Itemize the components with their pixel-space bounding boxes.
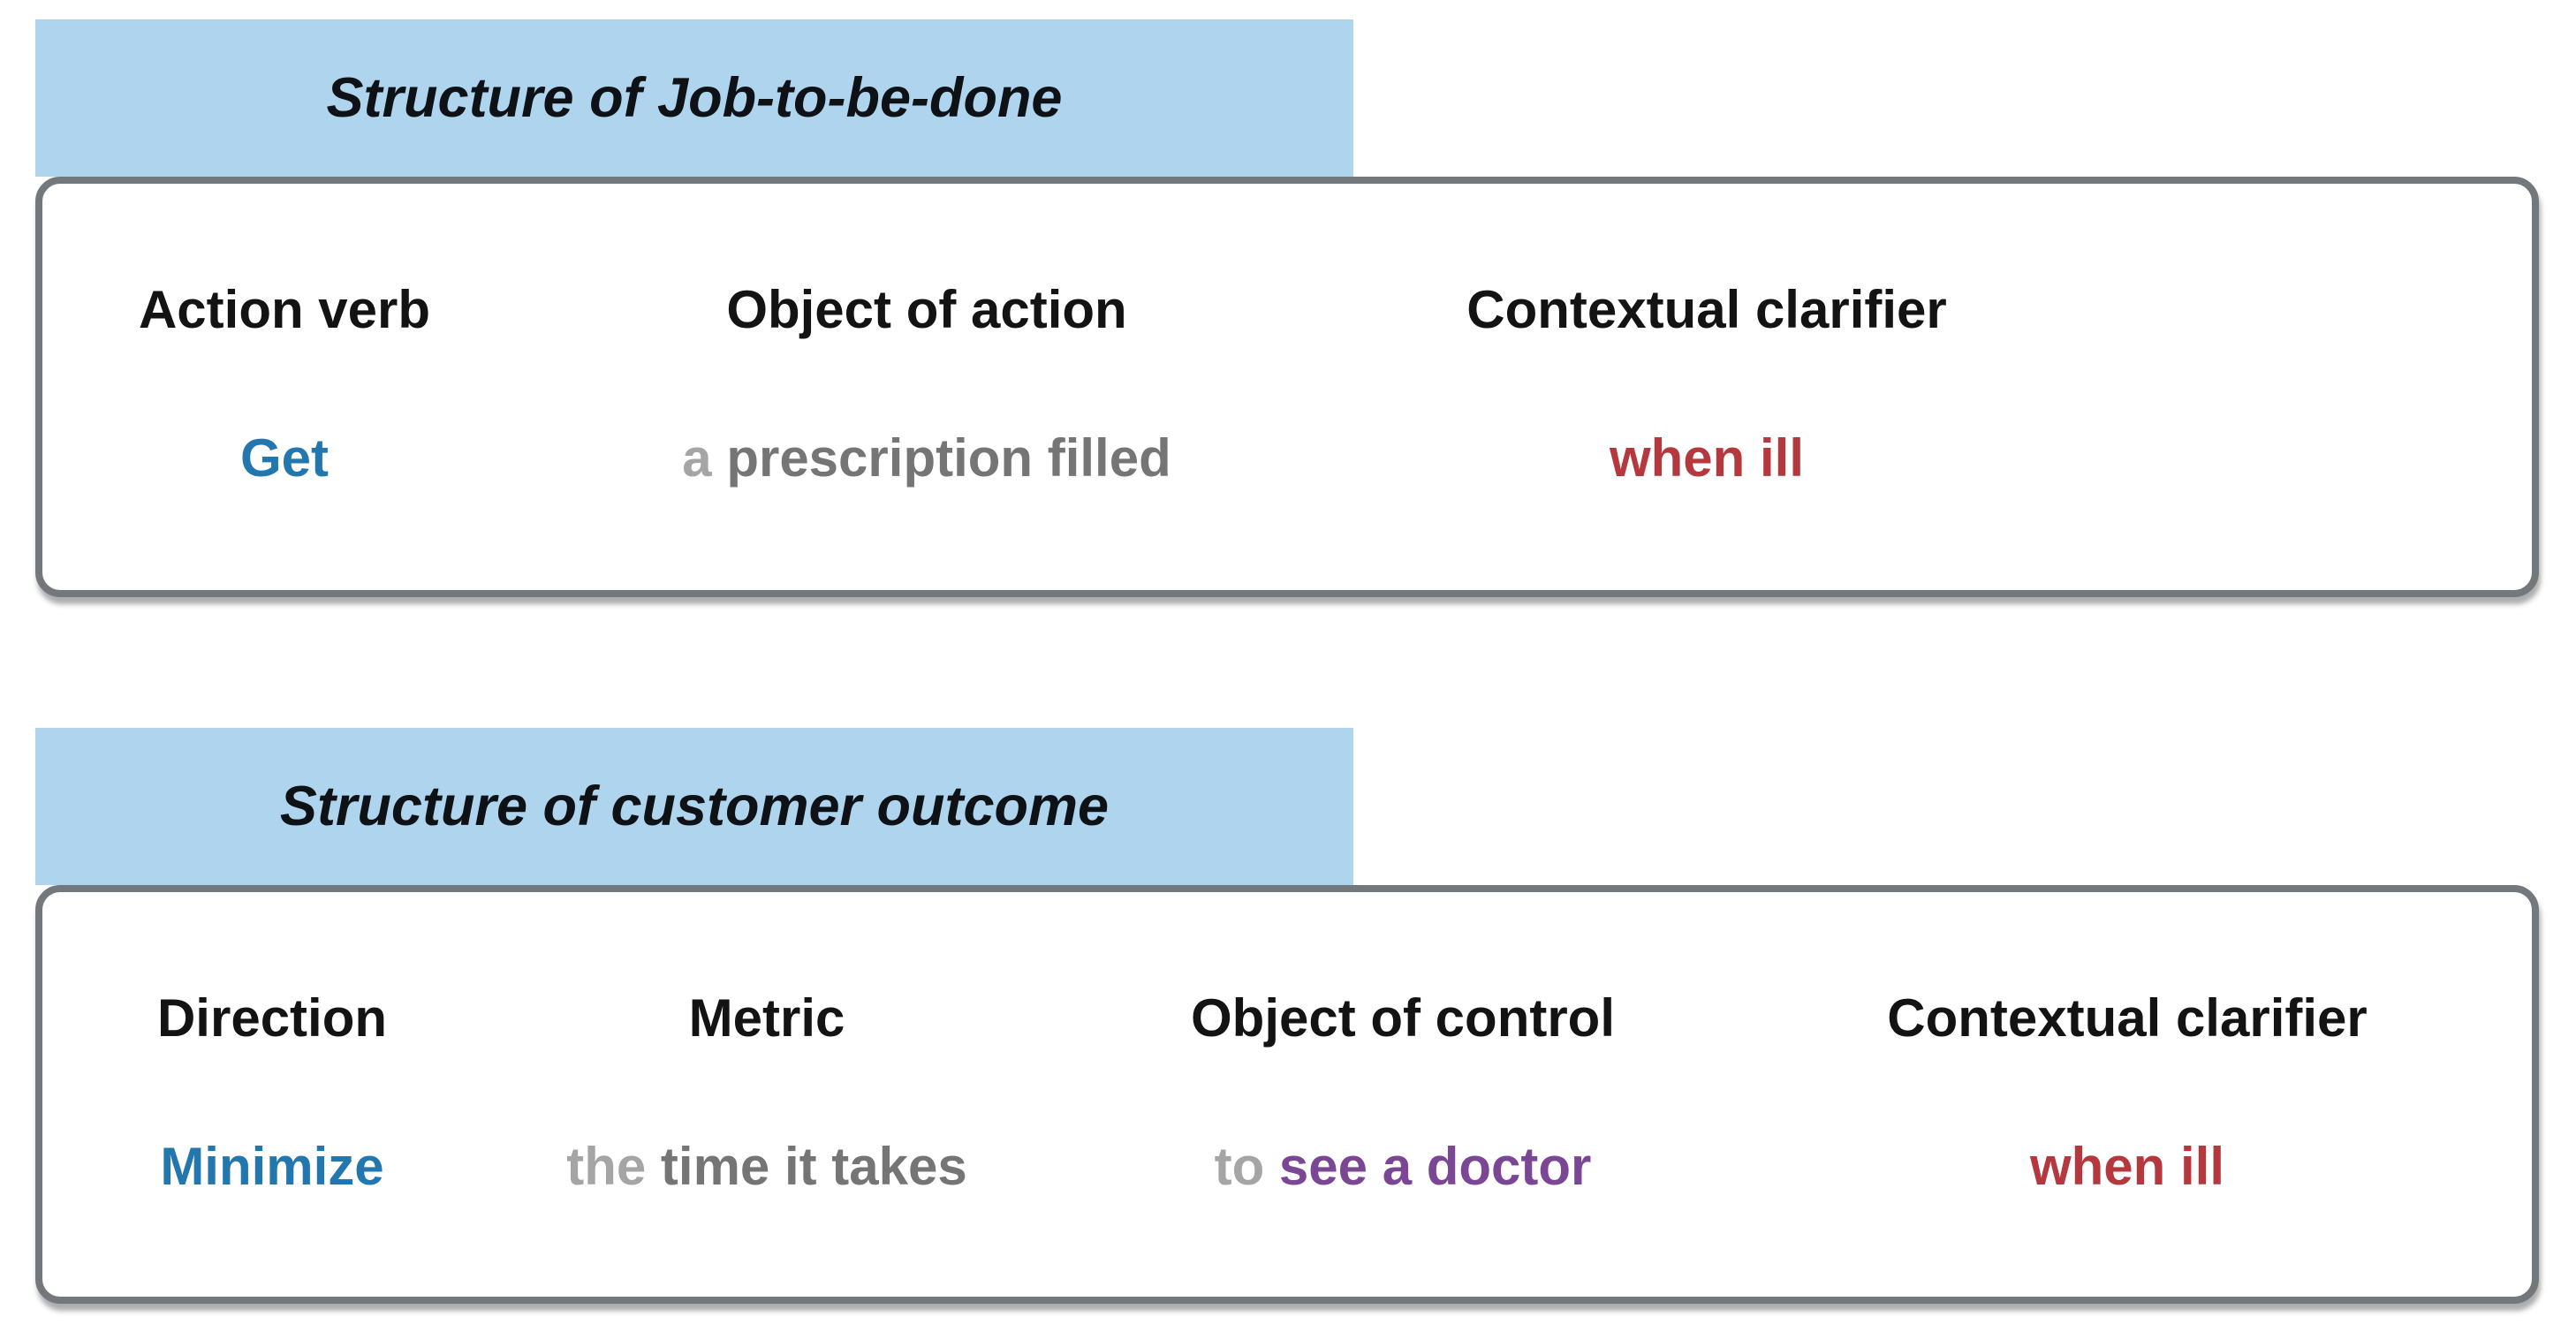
column-header-contextual-clarifier: Contextual clarifier [1466,280,1947,339]
value-cell-object-of-action: a prescription filled [527,428,1327,489]
value-text: Minimize [160,1136,384,1196]
column-header-direction: Direction [156,988,388,1048]
jtbd-section-title-tab: Structure of Job-to-be-done [35,19,1353,177]
value-cell-contextual-clarifier: when ill [1774,1136,2481,1198]
column-header-object-of-action: Object of action [726,280,1127,339]
value-text: when ill [2029,1136,2225,1196]
outcome-value-row: Minimize the time it takes to see a doct… [42,1136,2532,1198]
value-text: see a doctor [1278,1136,1592,1196]
jtbd-structure-box: Action verb Object of action Contextual … [35,177,2539,597]
value-text: to [1214,1136,1279,1196]
outcome-section-title-tab: Structure of customer outcome [35,728,1353,885]
jtbd-section-title: Structure of Job-to-be-done [326,67,1063,129]
outcome-header-row: Direction Metric Object of control Conte… [42,988,2532,1049]
value-cell-action-verb: Get [42,428,527,489]
column-header-action-verb: Action verb [138,280,431,339]
value-text: Get [239,428,330,488]
value-text: a [682,428,727,488]
value-text: time it takes [660,1136,967,1196]
value-cell-contextual-clarifier: when ill [1327,428,2087,489]
outcome-structure-box: Direction Metric Object of control Conte… [35,885,2539,1304]
value-cell-object-of-control: to see a doctor [1032,1136,1774,1198]
column-header-contextual-clarifier: Contextual clarifier [1887,988,2368,1048]
jtbd-value-row: Get a prescription filled when ill [42,428,2532,489]
value-text: when ill [1609,428,1805,488]
outcome-section-title: Structure of customer outcome [279,776,1110,837]
column-header-object-of-control: Object of control [1191,988,1615,1048]
column-header-metric: Metric [688,988,845,1048]
value-text: the [566,1136,661,1196]
value-cell-metric: the time it takes [502,1136,1032,1198]
jtbd-header-row: Action verb Object of action Contextual … [42,279,2532,341]
value-text: prescription filled [726,428,1171,488]
value-cell-direction: Minimize [42,1136,502,1198]
